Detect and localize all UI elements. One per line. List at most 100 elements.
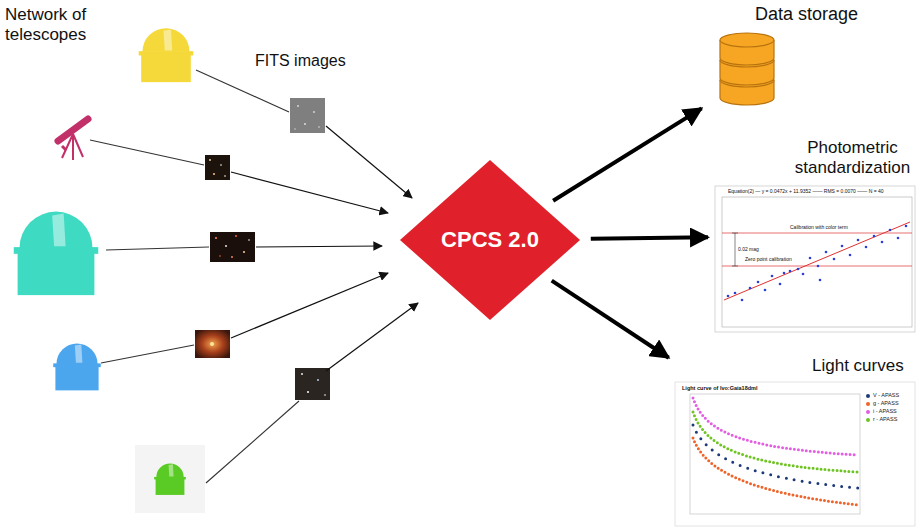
calibration-chart [802,273,805,276]
node-heading: CPCS 2.0 [441,227,539,252]
calibration-chart [764,289,767,292]
flow-arrow [552,281,669,358]
fits-image [324,394,326,396]
observatory-dome [154,464,186,495]
observatory-dome [53,343,101,390]
diamond-outline [400,160,580,320]
light-curve-chart [693,398,858,455]
fits-image [219,255,221,257]
telescope-icon [62,134,73,158]
calibration-chart [741,299,744,302]
calibration-chart [732,266,738,267]
wire-line [90,70,299,483]
node-heading: Data storage [755,4,858,25]
node-heading: Photometric standardization [790,138,915,177]
light-curve-chart [675,382,915,526]
calibration-chart [783,272,786,275]
flow-arrow [553,108,701,200]
calibration-chart [771,275,774,278]
section-label: Network of telescopes [5,5,117,44]
calibration-chart [889,229,892,232]
data-arrow [231,126,418,371]
calibration-chart [841,245,844,248]
fits-image [313,111,315,113]
fits-image [290,98,325,133]
light-curve-chart [693,398,858,505]
light-curve-chart [693,438,858,505]
chart-annotation: 0.02 mag [738,247,759,253]
calibration-chart [724,222,910,300]
calibration-chart [809,257,812,260]
chart-annotation: Calibration with color term [790,225,848,231]
observatory-dome [14,212,98,296]
calibration-chart [857,239,860,242]
fits-image [295,368,330,400]
fits-image [220,164,222,166]
light-curve-chart [675,382,915,526]
calibration-chart [734,292,737,295]
observatory-dome [139,28,194,82]
calibration-chart [735,233,736,266]
calibration-chart [749,287,752,290]
fits-image [318,126,320,128]
legend-swatch [866,410,870,414]
telescope-icon [58,119,88,160]
fits-image [210,342,214,346]
calibration-chart [819,279,822,282]
calibration-chart [881,241,884,244]
calibration-chart [715,186,915,332]
node-heading: Light curves [812,356,904,376]
data-arrow [326,126,412,198]
data-arrow [231,273,388,338]
chart-annotation: Equation(2) — y = 0.0472x + 11.9352 —— R… [728,189,884,195]
telescope-icon [73,134,83,157]
fits-image [209,159,211,161]
light-curve-chart [690,394,860,514]
calibration-chart [833,258,836,261]
fits-image [205,155,230,180]
calibration-chart [727,295,730,298]
flow-arrow [591,237,708,238]
fits-image [225,245,227,247]
light-curve-chart [693,412,858,472]
observatory-dome [135,445,205,513]
calibration-chart [732,233,738,234]
calibration-chart [817,265,820,268]
data-arrow [326,303,418,371]
fits-image [210,232,255,262]
legend-swatch [866,394,870,398]
calibration-chart [757,281,760,284]
calibration-chart [715,186,915,332]
calibration-chart [722,197,912,327]
fits-image [297,105,299,107]
process-diamond: CPCS 2.0 [400,160,580,320]
calibration-chart [789,270,792,273]
calibration-chart [865,246,868,249]
calibration-chart [873,235,876,238]
calibration-chart [825,251,828,254]
fits-image [205,155,230,180]
observatory-dome [53,343,101,390]
fits-image [304,123,306,125]
chart-annotation: Zero point calibration [745,257,792,263]
observatory-dome [14,212,98,296]
fits-image [195,330,230,358]
calibration-chart [849,254,852,257]
fits-image [307,391,309,393]
legend-swatch [866,418,870,422]
chart-annotation: Light curve of Ivo:Gaia18dml [682,385,758,391]
calibration-chart [722,266,912,267]
light-curve-chart [693,425,858,488]
wire-line [106,247,209,250]
fits-image [248,239,250,241]
fits-image [213,173,215,175]
wire-line [206,401,299,483]
observatory-dome [139,28,194,82]
fits-image [195,330,230,358]
output-node: Data storage [705,2,870,108]
fits-image [210,232,255,262]
fits-image [317,379,319,381]
legend-text: i - APASS [873,409,897,415]
database-icon [720,33,774,105]
